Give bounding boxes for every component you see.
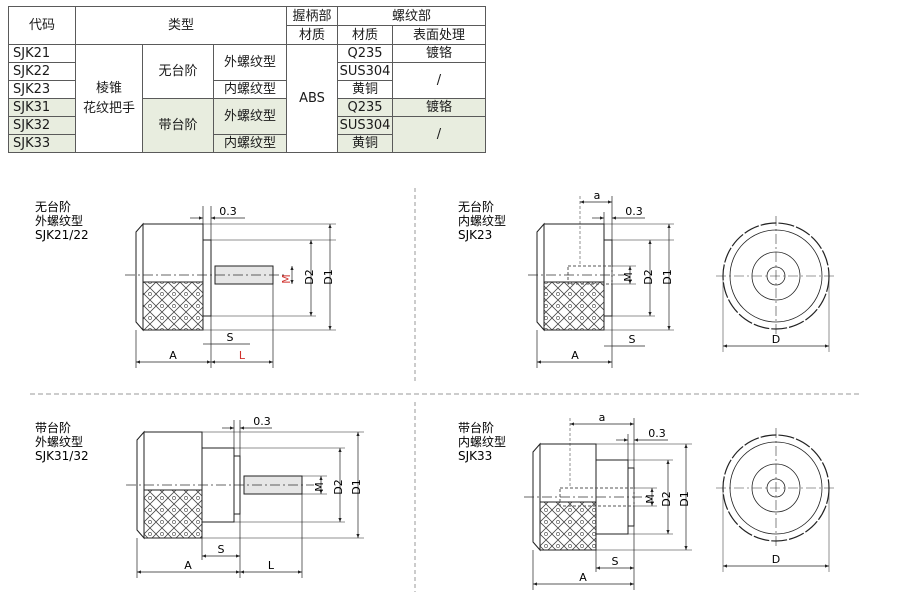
- dim-M: M: [622, 272, 635, 282]
- panel-label-line2: 外螺纹型: [35, 435, 83, 449]
- surface-cell: 镀铬: [392, 98, 486, 117]
- dim-D1: D1: [678, 491, 691, 506]
- type-main-line1: 棱锥: [95, 80, 122, 96]
- dim-L: L: [268, 559, 275, 572]
- table-row: SJK31 带台阶 外螺纹型 Q235 镀铬: [8, 98, 486, 153]
- dim-S: S: [629, 333, 636, 346]
- dim-gap: 0.3: [625, 205, 643, 218]
- header-thread-material: 材质: [337, 25, 393, 45]
- dim-D1: D1: [350, 479, 363, 494]
- dim-D2: D2: [660, 491, 673, 506]
- knurl-section: [543, 281, 605, 331]
- dim-M-red: M: [280, 274, 293, 284]
- knurl-section: [143, 489, 203, 539]
- dim-S: S: [612, 555, 619, 568]
- code-cell: SJK33: [8, 134, 76, 153]
- panel-label-line1: 带台阶: [458, 420, 494, 435]
- dim-S: S: [227, 331, 234, 344]
- dim-D: D: [772, 333, 780, 346]
- table-row: SJK33 内螺纹型 黄铜: [8, 134, 486, 153]
- code-cell: SJK31: [8, 98, 76, 117]
- panel-sjk23: 无台阶 内螺纹型 SJK23 a 0.3 M D2 D1: [458, 189, 836, 368]
- dim-D2: D2: [332, 479, 345, 494]
- material-cell: 黄铜: [337, 134, 393, 153]
- neck: [202, 239, 212, 317]
- panel-label-line1: 无台阶: [458, 199, 494, 214]
- material-cell: Q235: [337, 44, 393, 63]
- dim-M: M: [644, 494, 657, 504]
- dim-gap: 0.3: [253, 415, 271, 428]
- dim-S: S: [218, 543, 225, 556]
- header-thread: 螺纹部: [337, 6, 486, 26]
- header-handle-material: 材质: [286, 25, 338, 45]
- code-cell: SJK22: [8, 62, 76, 81]
- dim-a: a: [599, 411, 606, 424]
- panel-label-line1: 无台阶: [35, 199, 71, 214]
- panel-label-line3: SJK21/22: [35, 228, 89, 242]
- panel-sjk33: 带台阶 内螺纹型 SJK33 a 0.3 M D2 D1: [458, 411, 836, 590]
- dim-L-red: L: [239, 349, 246, 362]
- table-header-row-2: 材质 材质 表面处理: [9, 25, 486, 45]
- type-main-line2: 花纹把手: [82, 100, 135, 116]
- neck: [603, 239, 613, 317]
- front-view-top: D: [716, 216, 836, 352]
- step-none-cell: 无台阶: [142, 44, 214, 99]
- thread-int-cell: 内螺纹型: [213, 134, 287, 153]
- dim-D2: D2: [303, 269, 316, 284]
- handle-back-cap: [135, 222, 144, 332]
- panel-sjk3132: 带台阶 外螺纹型 SJK31/32 0.3 M D2 D1 A: [35, 415, 364, 578]
- panel-label-line3: SJK33: [458, 449, 492, 463]
- header-handle: 握柄部: [286, 6, 338, 26]
- panel-label-line2: 内螺纹型: [458, 435, 506, 449]
- dim-A: A: [571, 349, 579, 362]
- dim-gap: 0.3: [219, 205, 237, 218]
- panel-sjk2122: 无台阶 外螺纹型 SJK21/22 0.3 M D2 D1 A L: [35, 199, 336, 368]
- spec-table: 代码 类型 握柄部 螺纹部 材质 材质 表面处理 SJK21 棱锥 花纹把手 无…: [8, 6, 486, 153]
- code-cell: SJK32: [8, 116, 76, 135]
- header-code: 代码: [8, 6, 76, 45]
- dim-gap: 0.3: [648, 427, 666, 440]
- dim-a: a: [594, 189, 601, 202]
- thread-ext-cell: 外螺纹型: [213, 98, 287, 135]
- material-cell: Q235: [337, 98, 393, 117]
- dim-A: A: [169, 349, 177, 362]
- dim-D2: D2: [642, 269, 655, 284]
- dim-D1: D1: [322, 269, 335, 284]
- dim-D: D: [772, 553, 780, 566]
- dim-A: A: [184, 559, 192, 572]
- step-with-cell: 带台阶: [142, 98, 214, 153]
- table-row: SJK32 SUS304 /: [8, 116, 486, 153]
- type-main-cell: 棱锥 花纹把手: [75, 44, 143, 153]
- front-view-bottom: D: [716, 428, 836, 572]
- dim-D1: D1: [661, 269, 674, 284]
- surface-cell: 镀铬: [392, 44, 486, 63]
- surface-cell: /: [392, 62, 486, 99]
- panel-label-line3: SJK31/32: [35, 449, 89, 463]
- knurl-section: [142, 281, 204, 331]
- knurl-section: [539, 501, 597, 551]
- panel-label-line2: 内螺纹型: [458, 214, 506, 228]
- surface-cell: /: [392, 116, 486, 153]
- dim-A: A: [579, 571, 587, 584]
- panel-label-line3: SJK23: [458, 228, 492, 242]
- panel-label-line1: 带台阶: [35, 420, 71, 435]
- panel-label-line2: 外螺纹型: [35, 214, 83, 228]
- thread-ext-cell: 外螺纹型: [213, 44, 287, 81]
- dim-M: M: [313, 482, 326, 492]
